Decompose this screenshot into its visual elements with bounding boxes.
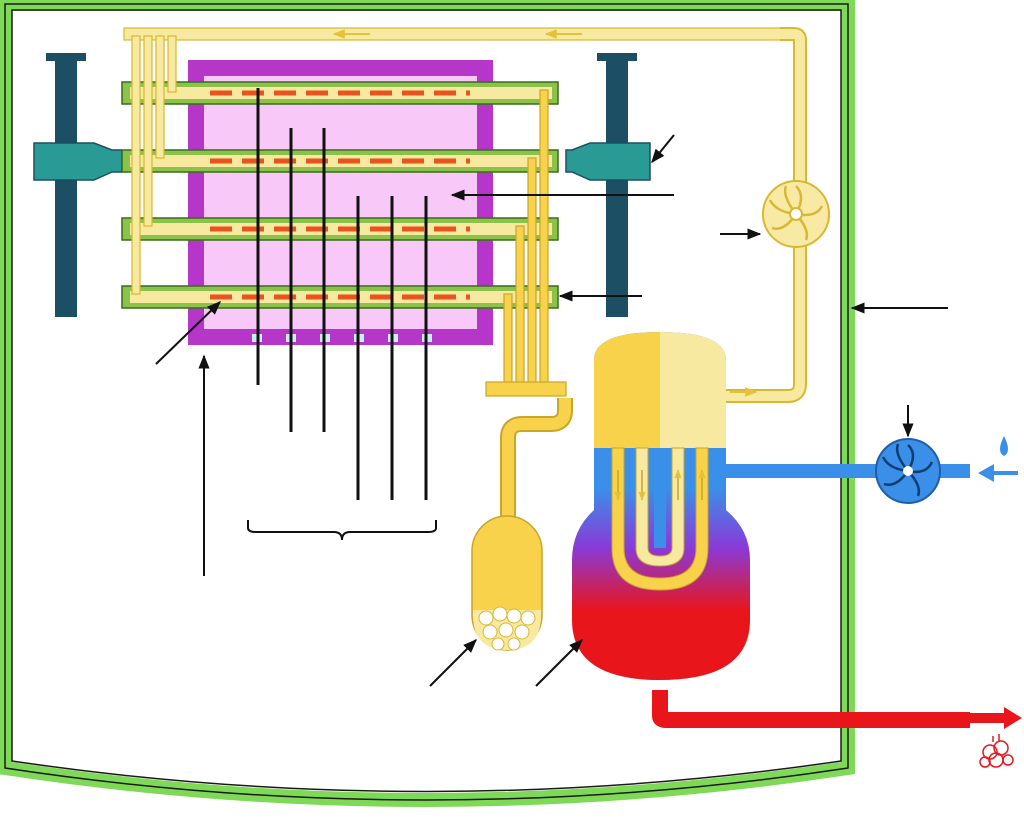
calandria-support-left [46,53,86,317]
pressurizer-bubbles-icon [478,606,536,651]
pressure-tube-4 [121,285,559,309]
arrow-steam-generator [535,639,583,687]
callout-arrows [155,134,948,687]
heavy-water-pump-icon [762,180,830,248]
steam-generator [572,332,970,728]
arrow-fuelling-machine [651,134,675,164]
coolant-return-line [720,27,807,403]
outlet-feeders [485,89,567,397]
steam-outlet-arrow [970,707,1022,729]
coolant-flow-arrows [332,29,758,397]
feedwater-droplet-icon [978,436,1018,482]
control-rods-brace [247,520,437,541]
pressure-tube-1 [121,81,559,105]
steam-cloud-icon [979,734,1014,768]
arrow-fuel-bundle [155,301,222,365]
feedwater-pump-icon [875,438,941,504]
pressure-tube-3 [121,217,559,241]
arrow-pressurizer [429,639,477,687]
inlet-feeders [123,27,795,295]
fuelling-machine-right [565,142,651,181]
calandria-support-right [597,53,637,317]
pressure-tube-2 [121,149,559,173]
control-rods [256,88,428,500]
